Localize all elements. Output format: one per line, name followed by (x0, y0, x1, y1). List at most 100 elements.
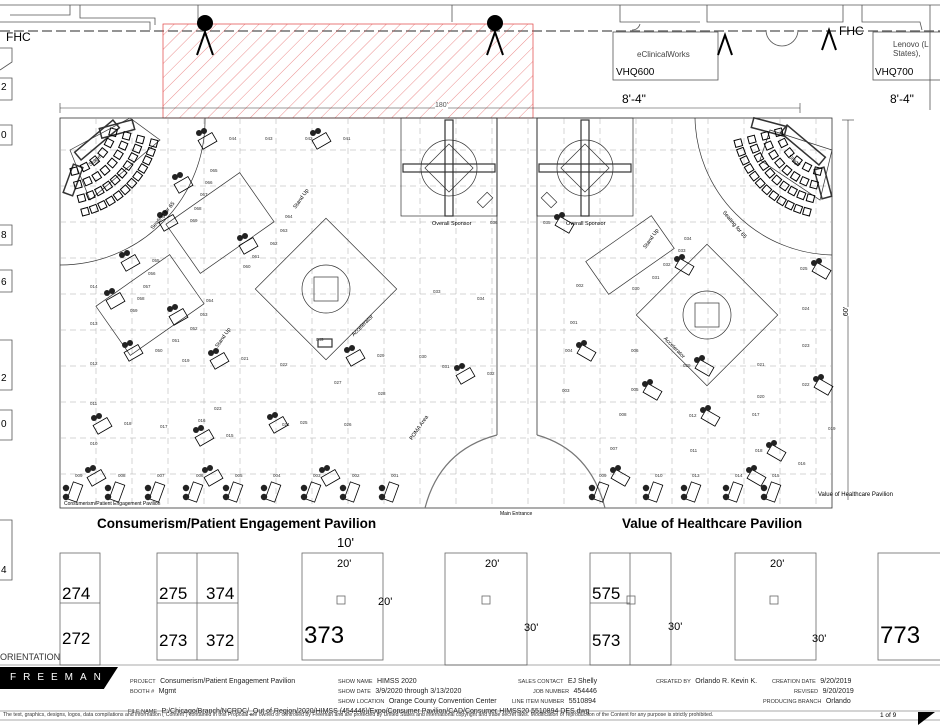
workstation[interactable]: 053 (167, 304, 208, 326)
booth-number[interactable]: 274 (62, 584, 91, 603)
workstation[interactable]: 059 (130, 308, 138, 313)
workstation[interactable]: 012 (90, 361, 98, 366)
workstation[interactable]: 029 (344, 345, 385, 367)
workstation[interactable]: 033 (678, 248, 686, 253)
workstation[interactable]: 036 (490, 220, 498, 225)
workstation[interactable]: 060 (243, 264, 251, 269)
workstation[interactable]: 032 (663, 254, 695, 276)
workstation[interactable]: 015 (772, 473, 780, 478)
workstation[interactable]: 024 (282, 422, 290, 427)
workstation[interactable]: 028 (378, 391, 386, 396)
workstation[interactable]: 013 (90, 321, 98, 326)
workstation[interactable]: 068 (194, 206, 202, 211)
workstation[interactable]: 018 (755, 440, 787, 462)
workstation[interactable]: 003 (562, 388, 570, 393)
workstation[interactable]: 027 (334, 380, 342, 385)
workstation[interactable]: 002 (319, 465, 360, 487)
workstation[interactable]: 031 (652, 275, 660, 280)
booth-number[interactable]: 272 (62, 629, 91, 648)
workstation[interactable]: 055 (119, 250, 160, 272)
workstation[interactable]: 033 (433, 289, 441, 294)
workstation[interactable]: 063 (280, 228, 288, 233)
workstation[interactable]: 018 (91, 413, 132, 435)
workstation[interactable]: 001 (570, 320, 578, 325)
workstation[interactable]: 010 (90, 441, 98, 446)
workstation[interactable]: 008 (619, 412, 627, 417)
workstation[interactable]: 003 (313, 473, 321, 478)
workstation[interactable]: 069 (157, 210, 198, 232)
workstation[interactable]: 065 (210, 168, 218, 173)
booth-number[interactable]: 275 (159, 584, 188, 603)
workstation[interactable]: 021 (757, 362, 765, 367)
workstation[interactable]: 057 (143, 284, 151, 289)
workstation[interactable]: 020 (757, 394, 765, 399)
workstation[interactable]: 025 (800, 258, 832, 280)
workstation[interactable]: 026 (344, 422, 352, 427)
workstation[interactable]: 032 (454, 363, 495, 385)
workstation[interactable]: 022 (802, 374, 834, 396)
workstation[interactable]: 005 (202, 465, 243, 487)
workstation[interactable]: 006 (631, 348, 639, 353)
workstation[interactable]: 007 (610, 446, 618, 451)
workstation[interactable]: 004 (273, 473, 281, 478)
workstation[interactable]: 014 (735, 465, 767, 487)
workstation[interactable]: 009 (599, 465, 631, 487)
workstation[interactable]: 004 (565, 340, 597, 362)
workstation[interactable]: 001 (391, 473, 399, 478)
workstation[interactable]: 041 (310, 128, 351, 150)
workstation[interactable]: 049 (316, 337, 324, 342)
workstation[interactable]: 050 (122, 340, 163, 362)
workstation[interactable]: 017 (160, 424, 168, 429)
booth-number[interactable]: 273 (159, 631, 188, 650)
workstation[interactable]: 016 (798, 461, 806, 466)
workstation[interactable]: 034 (477, 296, 485, 301)
workstation[interactable]: 052 (190, 326, 198, 331)
workstation[interactable]: 067 (200, 192, 208, 197)
booth-number[interactable]: 773 (880, 622, 921, 649)
booth-number[interactable]: 373 (304, 622, 345, 649)
workstation[interactable]: 058 (104, 288, 145, 310)
workstation[interactable]: 064 (285, 214, 293, 219)
workstation[interactable]: 019 (182, 358, 190, 363)
workstation[interactable]: 023 (802, 343, 810, 348)
booth-number[interactable]: 372 (206, 631, 235, 650)
workstation[interactable]: 005 (631, 379, 663, 401)
workstation[interactable]: 035 (543, 212, 575, 234)
workstation[interactable]: 007 (157, 473, 165, 478)
workstation[interactable]: 011 (690, 448, 698, 453)
workstation[interactable]: 015 (193, 425, 234, 447)
workstation[interactable]: 023 (214, 406, 222, 411)
workstation[interactable]: 066 (172, 172, 213, 194)
booth-number[interactable]: 374 (206, 584, 235, 603)
workstation[interactable]: 021 (208, 348, 249, 370)
booth-number[interactable]: 575 (592, 584, 621, 603)
workstation[interactable]: 054 (206, 298, 214, 303)
workstation[interactable]: 029 (683, 355, 715, 377)
workstation[interactable]: 017 (752, 412, 760, 417)
workstation[interactable]: 062 (237, 233, 278, 255)
workstation[interactable]: 002 (576, 283, 584, 288)
workstation[interactable]: 014 (90, 284, 98, 289)
workstation[interactable]: 006 (196, 473, 204, 478)
workstation[interactable]: 009 (75, 473, 83, 478)
workstation[interactable]: 024 (802, 306, 810, 311)
workstation[interactable]: 012 (689, 405, 721, 427)
workstation[interactable]: 051 (172, 338, 180, 343)
workstation[interactable]: 031 (442, 364, 450, 369)
workstation[interactable]: 025 (267, 412, 308, 434)
workstation[interactable]: 010 (655, 473, 663, 478)
workstation[interactable]: 022 (280, 362, 288, 367)
workstation[interactable]: 034 (684, 236, 692, 241)
workstation[interactable]: 030 (419, 354, 427, 359)
workstation[interactable]: 030 (632, 286, 640, 291)
workstation[interactable]: 061 (252, 254, 260, 259)
workstation[interactable]: 019 (828, 426, 836, 431)
workstation[interactable]: 044 (196, 128, 237, 150)
workstation[interactable]: 013 (692, 473, 700, 478)
workstation[interactable]: 016 (198, 418, 206, 423)
workstation[interactable]: 043 (265, 136, 273, 141)
workstation[interactable]: 011 (90, 401, 98, 406)
workstation[interactable]: 008 (85, 465, 126, 487)
booth-number[interactable]: 573 (592, 631, 621, 650)
workstation[interactable]: 042 (305, 136, 313, 141)
